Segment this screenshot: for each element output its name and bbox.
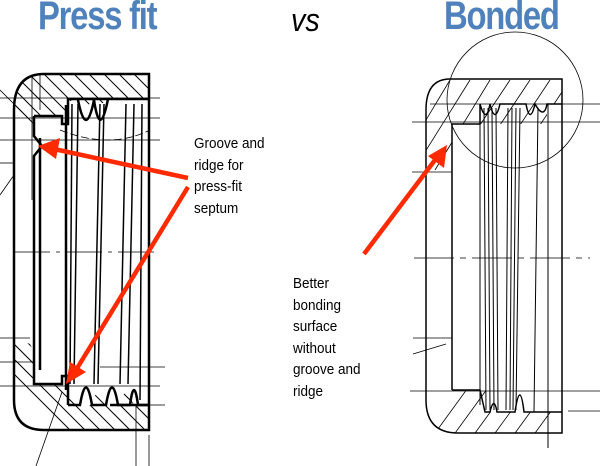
- title-bonded: Bonded: [444, 0, 560, 38]
- press-fit-construction-lines: [0, 75, 165, 466]
- bonded-thread-lines: [479, 104, 563, 448]
- callout-line: bonding: [293, 296, 342, 314]
- callout-line: Groove and: [194, 135, 265, 152]
- callout-press-fit-groove: Groove and ridge for press-fit septum: [194, 133, 265, 219]
- callout-arrows: [38, 138, 447, 384]
- title-press-fit: Press fit: [38, 0, 158, 38]
- callout-line: Better: [293, 275, 330, 292]
- callout-line: groove and: [293, 361, 361, 378]
- title-vs: vs: [291, 2, 320, 38]
- callout-bonded-surface: Better bonding surface without groove an…: [293, 273, 361, 402]
- callout-line: surface: [293, 318, 338, 335]
- callout-line: septum: [194, 199, 239, 217]
- callout-line: press-fit: [194, 178, 243, 195]
- arrow-to-groove-lower: [66, 185, 190, 384]
- press-fit-outline: [12, 72, 151, 432]
- callout-line: without: [293, 339, 336, 357]
- callout-line: ridge for: [194, 156, 244, 174]
- callout-line: ridge: [293, 382, 324, 400]
- press-fit-thread-lines: [69, 103, 143, 401]
- bonded-construction-lines: [410, 31, 600, 448]
- arrow-to-groove-upper: [38, 138, 189, 181]
- arrow-to-bonding-surface: [362, 145, 447, 256]
